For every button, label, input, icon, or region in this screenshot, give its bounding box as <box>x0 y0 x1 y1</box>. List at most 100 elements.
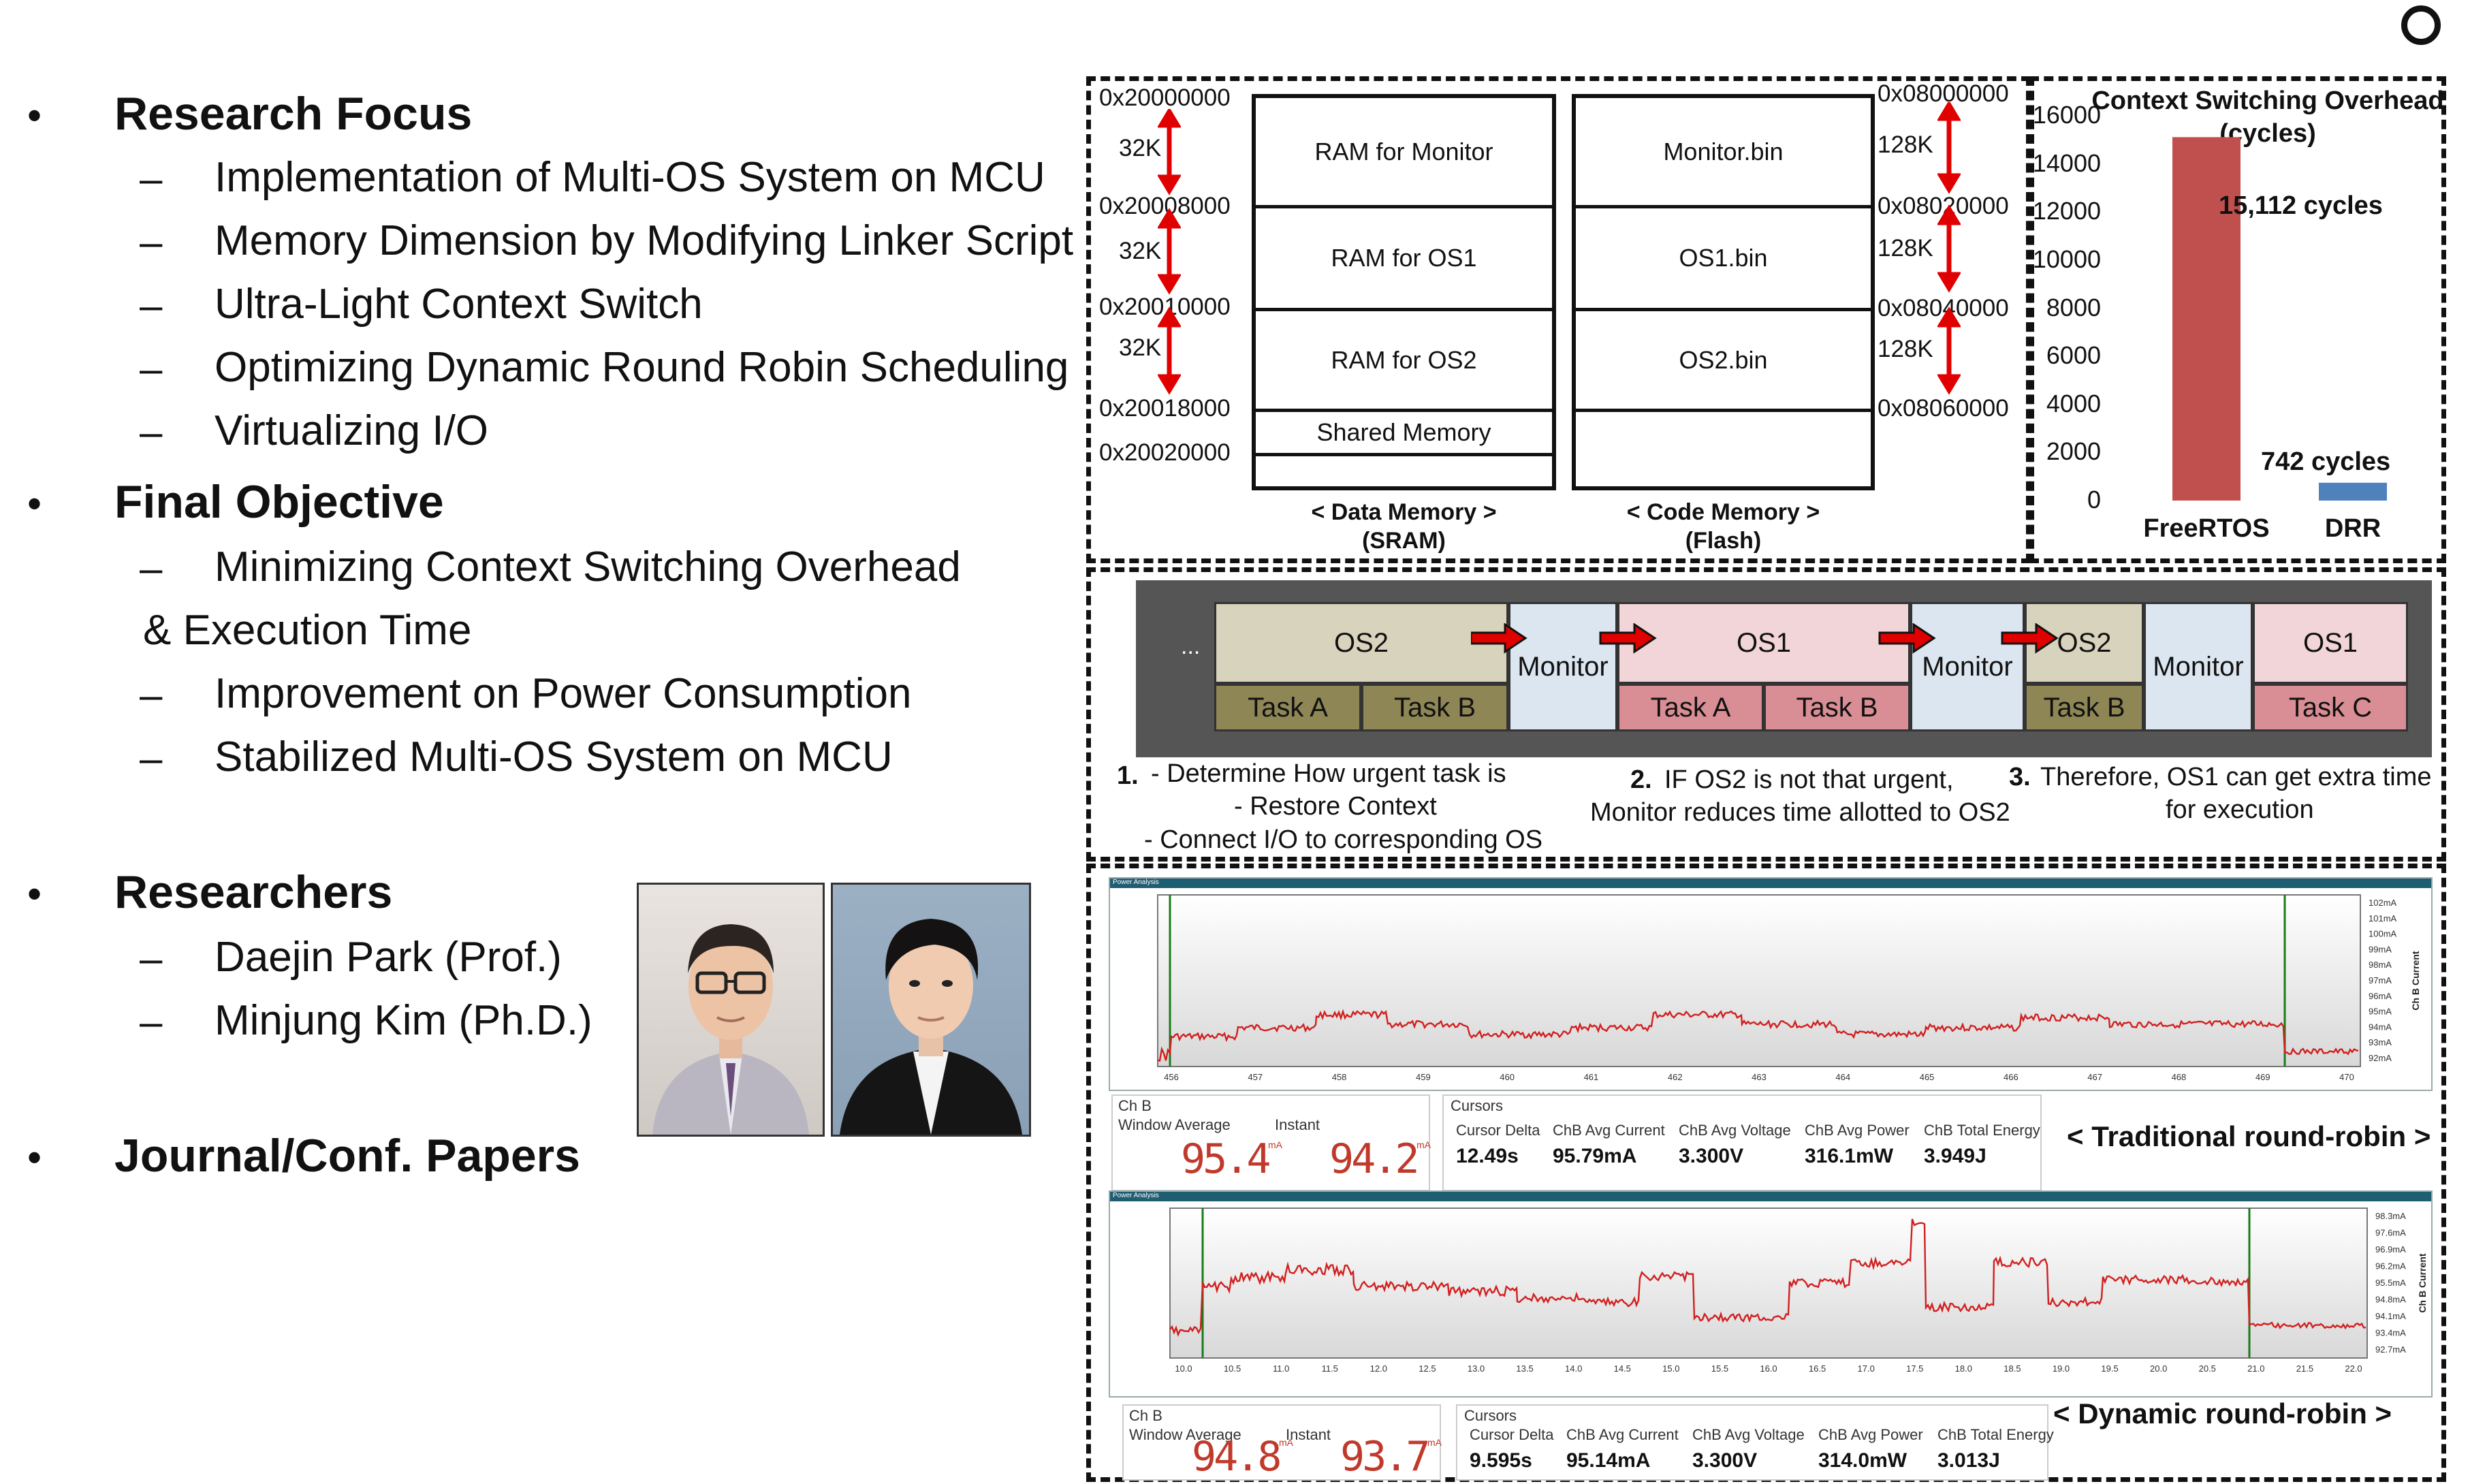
cursors-label: Cursors <box>1451 1097 1504 1114</box>
x-tick-label: 12.0 <box>1370 1363 1387 1374</box>
task-block: Task C <box>2253 684 2408 731</box>
bullet: • <box>27 871 42 917</box>
switch-arrows <box>1471 623 2059 654</box>
person-portrait <box>840 919 1022 1135</box>
dash: – <box>140 936 163 981</box>
dash: – <box>140 546 163 591</box>
objective-item: Stabilized Multi-OS System on MCU <box>215 733 893 780</box>
task-block: Task B <box>2025 684 2144 731</box>
focus-item: Optimizing Dynamic Round Robin Schedulin… <box>215 344 1069 391</box>
monitor-block: Monitor <box>1508 602 1617 731</box>
y-tick-label: 98mA <box>2369 960 2392 970</box>
unit: mA <box>1416 1139 1431 1150</box>
stat-value: 3.300V <box>1679 1145 1744 1167</box>
y-tick-label: 4000 <box>2046 389 2101 417</box>
person-portrait <box>652 924 809 1135</box>
x-tick-label: 12.5 <box>1419 1363 1436 1374</box>
plot-area <box>1157 894 2361 1067</box>
y-tick-label: 94.8mA <box>2375 1295 2406 1305</box>
dash: – <box>140 736 163 781</box>
data-memory-column: RAM for Monitor RAM for OS1 RAM for OS2 … <box>1252 94 1556 490</box>
size-label: 128K <box>1878 336 1933 362</box>
x-tick-label: 464 <box>1835 1072 1850 1082</box>
focus-item: Implementation of Multi-OS System on MCU <box>215 154 1045 201</box>
x-tick-label: 11.0 <box>1273 1363 1289 1374</box>
address-label: 0x20020000 <box>1099 439 1231 466</box>
graph-caption: < Traditional round-robin > <box>2067 1120 2431 1152</box>
memory-cell: Monitor.bin <box>1576 98 1871 208</box>
y-tick-label: 92mA <box>2369 1053 2392 1063</box>
x-tick-label: 19.5 <box>2101 1363 2118 1374</box>
cursor-stats: Cursors Cursor Delta 9.595s ChB Avg Curr… <box>1456 1404 2054 1481</box>
data-label: 15,112 cycles <box>2219 191 2383 221</box>
channel-readout: Ch B Window Average Instant 95.4 mA 94.2… <box>1111 1094 1431 1191</box>
window-average-label: Window Average <box>1118 1116 1231 1133</box>
code-memory-caption-sub: (Flash) <box>1685 528 1762 554</box>
graph-header: Power Analysis <box>1113 879 1159 886</box>
stat-label: Cursor Delta <box>1456 1122 1540 1139</box>
y-tick-label: 99mA <box>2369 944 2392 954</box>
note-text: for execution <box>2166 795 2314 824</box>
y-tick-label: 8000 <box>2046 293 2101 321</box>
x-tick-label: 21.0 <box>2247 1363 2264 1374</box>
x-tick-label: 470 <box>2339 1072 2354 1082</box>
stat-value: 12.49s <box>1456 1145 1519 1167</box>
x-tick-label: 22.0 <box>2345 1363 2362 1374</box>
x-tick-label: 16.0 <box>1760 1363 1777 1374</box>
researcher-photo <box>831 883 1031 1137</box>
instant-value: 94.2 <box>1329 1135 1419 1183</box>
channel-readout: Ch B Window Average Instant 94.8 mA 93.7… <box>1122 1404 1442 1481</box>
y-tick-label: 0 <box>2087 486 2101 514</box>
bullet: • <box>27 481 42 526</box>
bullet: • <box>27 93 42 138</box>
y-tick-label: 96.9mA <box>2375 1244 2406 1254</box>
cursor-stats: Cursors Cursor Delta 12.49s ChB Avg Curr… <box>1442 1094 2042 1191</box>
y-tick-label: 96mA <box>2369 991 2392 1001</box>
x-tick-label: 466 <box>2004 1072 2018 1082</box>
overhead-chart-panel <box>2029 76 2446 563</box>
y-tick-label: 92.7mA <box>2375 1344 2406 1355</box>
address-label: 0x20008000 <box>1099 193 1231 219</box>
dash: – <box>140 409 163 455</box>
memory-cell: OS2.bin <box>1576 311 1871 412</box>
memory-cell: RAM for OS1 <box>1256 208 1552 311</box>
address-label: 0x20018000 <box>1099 395 1231 422</box>
ellipsis: ... <box>1181 633 1201 659</box>
focus-item: Virtualizing I/O <box>215 407 489 454</box>
y-tick-label: 14000 <box>2032 148 2101 177</box>
researcher-name: Daejin Park (Prof.) <box>215 934 562 981</box>
note-text: IF OS2 is not that urgent, <box>1664 765 1954 794</box>
unit: mA <box>1279 1437 1293 1448</box>
memory-cell: OS1.bin <box>1576 208 1871 311</box>
x-tick-label: 459 <box>1416 1072 1431 1082</box>
y-tick-label: 100mA <box>2369 929 2397 939</box>
plot-area <box>1169 1207 2368 1359</box>
y-tick-label: 98.3mA <box>2375 1211 2406 1221</box>
x-tick-label: 457 <box>1248 1072 1263 1082</box>
code-memory-caption: < Code Memory > <box>1626 499 1820 525</box>
stat-label: Cursor Delta <box>1470 1426 1554 1443</box>
x-tick-label: 465 <box>1920 1072 1935 1082</box>
researcher-name: Minjung Kim (Ph.D.) <box>215 997 592 1044</box>
x-tick-label: 460 <box>1500 1072 1515 1082</box>
size-label: 32K <box>1119 334 1162 361</box>
x-tick-label: 456 <box>1164 1072 1179 1082</box>
x-tick-label: 468 <box>2172 1072 2187 1082</box>
focus-item: Memory Dimension by Modifying Linker Scr… <box>215 217 1074 264</box>
x-tick-label: 469 <box>2255 1072 2270 1082</box>
y-tick-label: 97mA <box>2369 975 2392 985</box>
stat-label: ChB Avg Power <box>1805 1122 1910 1139</box>
y-tick-label: 101mA <box>2369 913 2397 923</box>
circle-icon <box>2401 5 2441 45</box>
os2-block: OS2 <box>2025 602 2144 684</box>
stat-value: 3.300V <box>1692 1449 1758 1472</box>
y-tick-label: 102mA <box>2369 898 2397 908</box>
x-tick-label: 14.5 <box>1614 1363 1631 1374</box>
note-text: - Connect I/O to corresponding OS <box>1144 825 1543 854</box>
stat-label: ChB Avg Current <box>1553 1122 1665 1139</box>
note-text: - Restore Context <box>1234 792 1437 821</box>
chart-title: Context Switching Overhead (cycles) <box>2091 86 2444 148</box>
x-tick-label: 20.0 <box>2150 1363 2167 1374</box>
